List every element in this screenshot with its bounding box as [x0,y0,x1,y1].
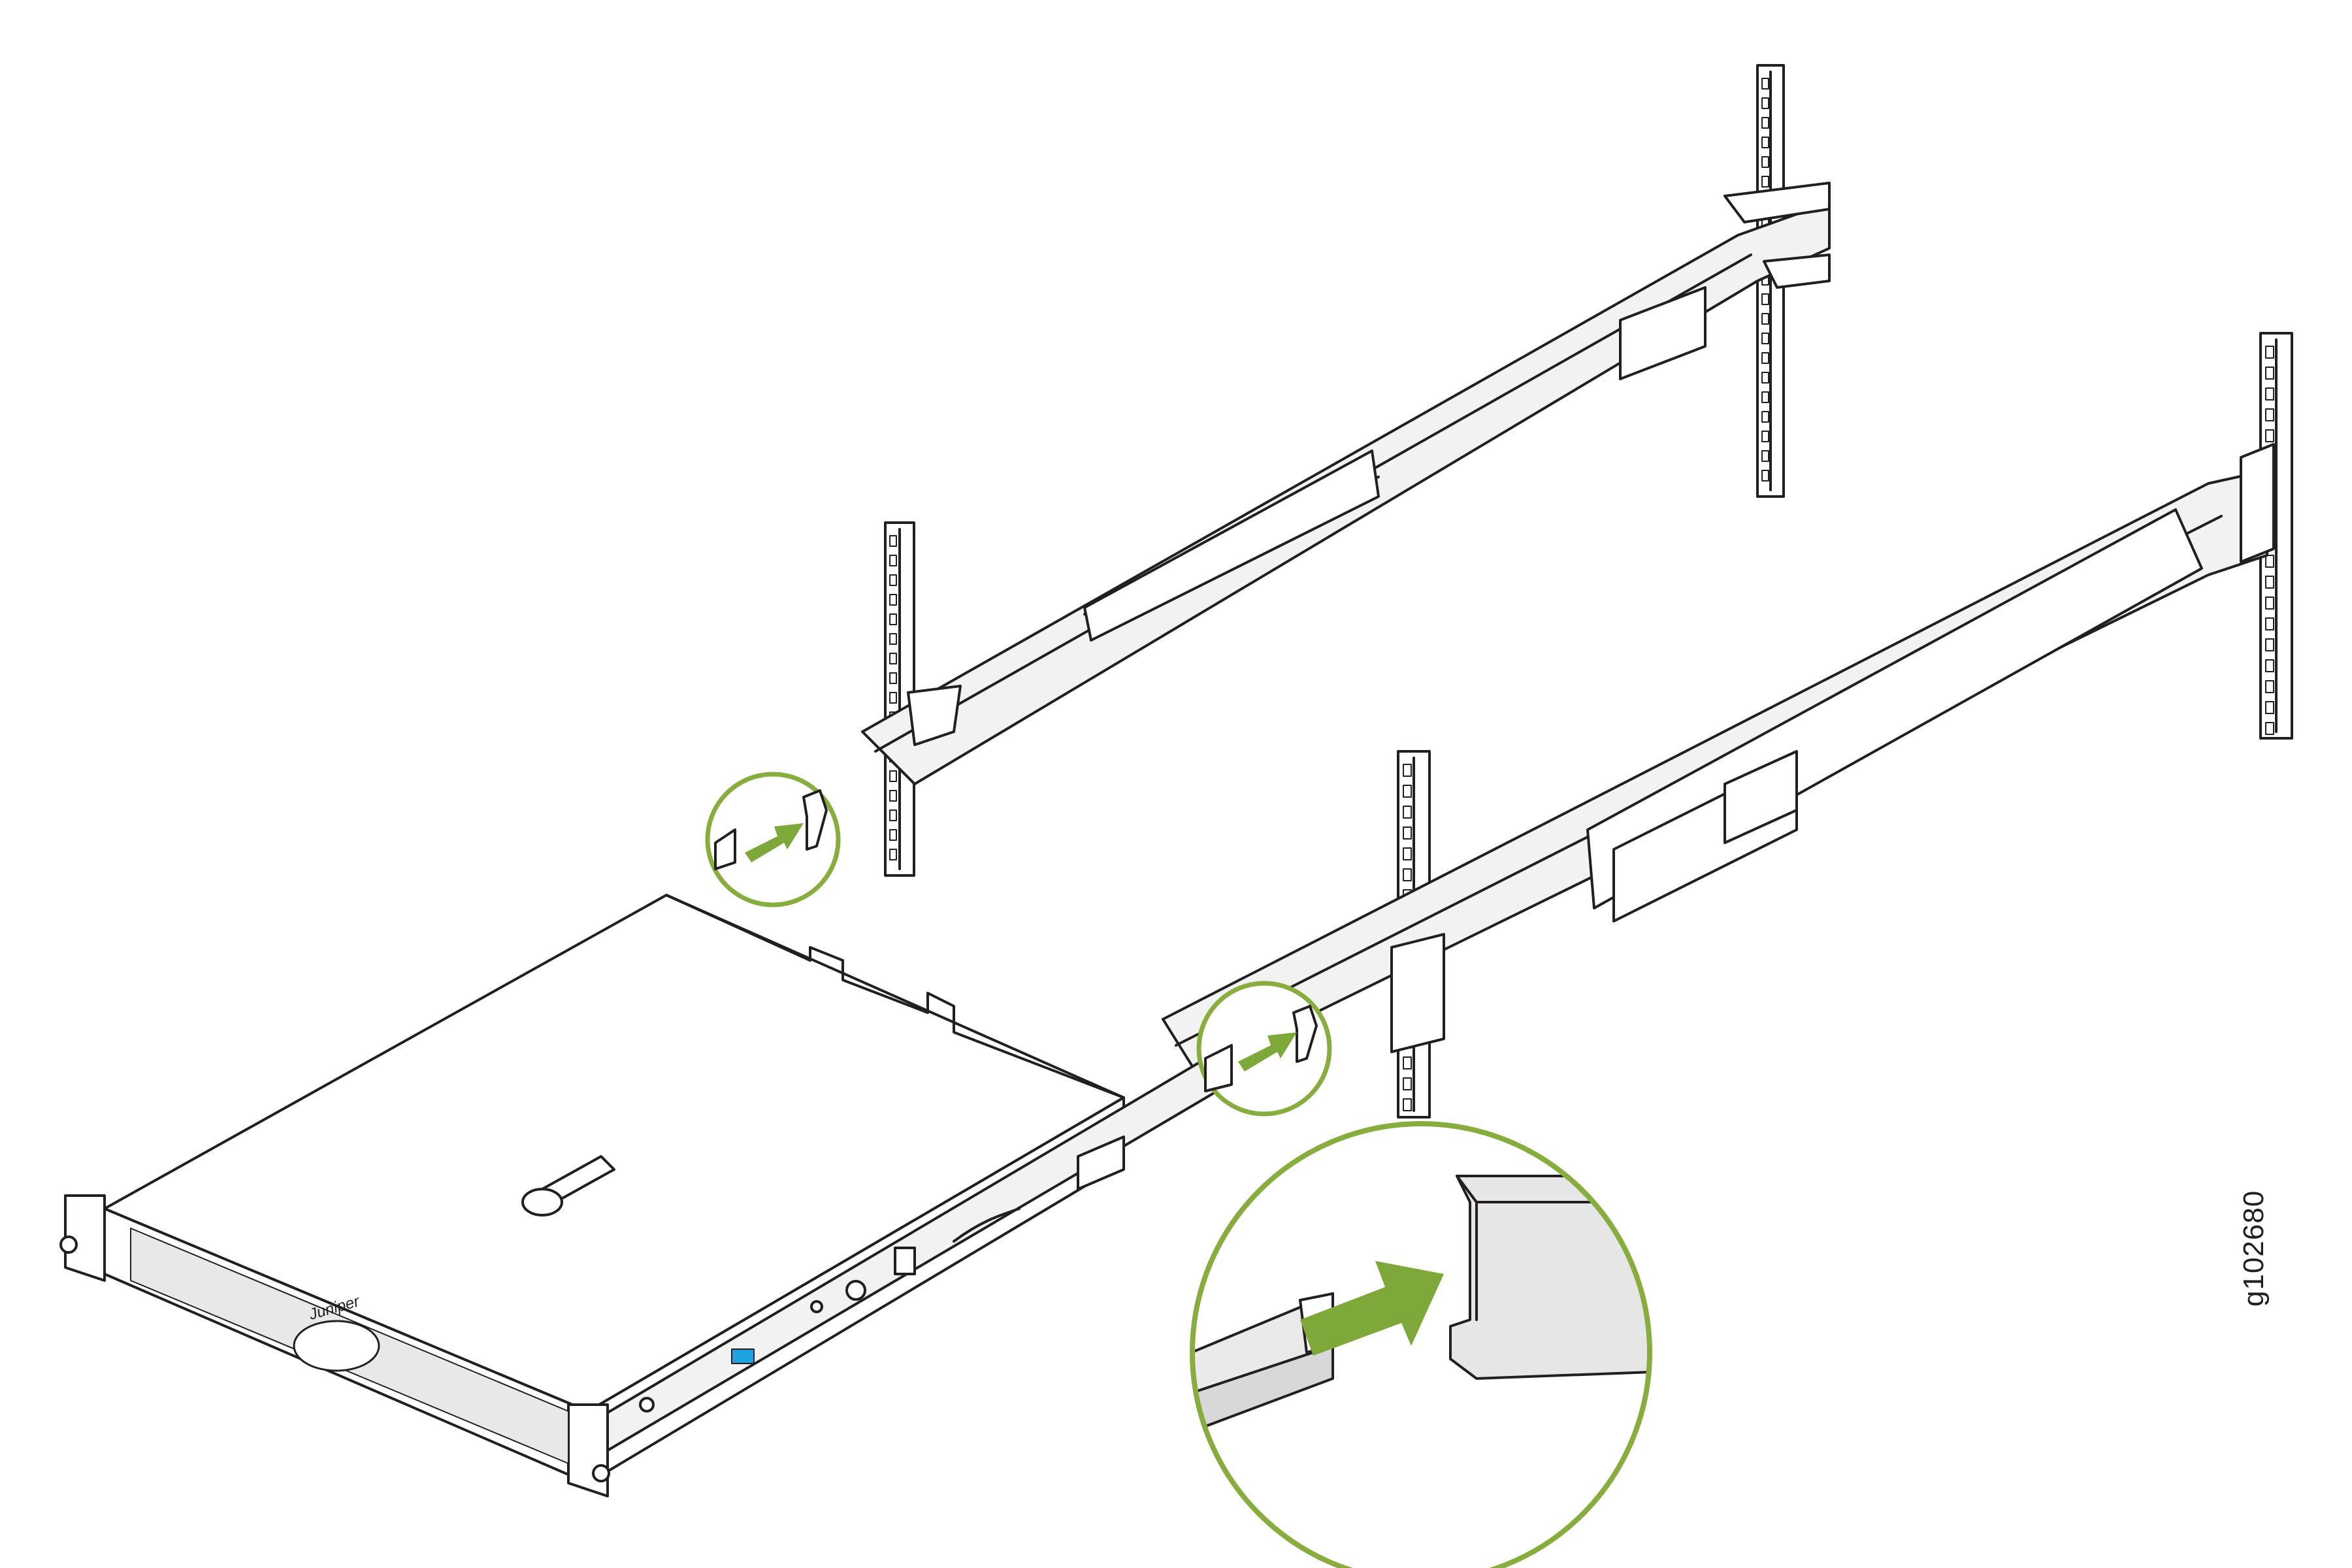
rack-hole [1761,293,1769,305]
rack-hole [2265,659,2274,672]
rack-hole [1761,431,1769,442]
rack-hole [889,594,897,606]
lower-slide-rail [1162,443,2275,1073]
rack-hole [889,770,897,782]
arrow-detail [1300,1261,1444,1356]
rack-hole [2265,367,2274,380]
rack-hole [2265,701,2274,714]
rack-hole [2265,638,2274,651]
rack-hole [1761,470,1769,482]
rack-hole [1761,156,1769,168]
rack-hole [1403,868,1412,881]
rack-hole [2265,722,2274,735]
figure-id-label: g102680 [2238,1190,2270,1307]
insert-arrows [745,823,1444,1356]
rack-hole [1403,806,1412,819]
rack-hole [1403,1098,1412,1111]
juniper-logo-badge [293,1320,380,1372]
rack-hole [1761,391,1769,403]
magnified-detail-circle [1190,1121,1652,1568]
rack-hole [1761,372,1769,384]
rack-hole [889,535,897,547]
rack-hole [889,692,897,704]
rack-hole [1761,411,1769,423]
rack-hole [889,672,897,684]
rack-hole [889,809,897,821]
rack-hole [1761,352,1769,364]
rack-post-holes [1761,78,1769,482]
arrow-upper [745,823,804,862]
rack-hole [889,849,897,860]
rack-hole [889,829,897,841]
rack-hole [889,653,897,664]
upper-slide-rail [861,182,1831,785]
rack-hole [1403,1077,1412,1090]
rack-hole [1761,450,1769,462]
rack-hole [1761,137,1769,148]
rack-hole [2265,596,2274,610]
rack-hole [2265,429,2274,442]
rack-hole [2265,555,2274,568]
rack-hole [2265,387,2274,400]
arrow-lower [1238,1032,1297,1071]
rack-hole [889,613,897,625]
rack-hole [1403,826,1412,840]
rack-hole [2265,617,2274,630]
rack-hole [889,555,897,566]
server-chassis [59,894,1230,1497]
rack-hole [889,574,897,586]
rack-hole [2265,346,2274,359]
rack-hole [1761,313,1769,325]
rack-hole [889,633,897,645]
rack-hole [1761,333,1769,344]
rack-hole [2265,680,2274,693]
cover-latch [521,1155,615,1217]
rack-hole [1761,78,1769,90]
rack-hole [889,790,897,802]
rack-hole [1403,764,1412,777]
rack-hole [2265,408,2274,421]
rack-hole [2265,576,2274,589]
rack-hole [1403,847,1412,860]
rack-hole [1403,785,1412,798]
rack-hole [1761,176,1769,188]
rack-hole [1403,1056,1412,1070]
rack-hole [1761,97,1769,109]
blue-id-label [731,1348,755,1364]
rack-post-holes [889,535,897,860]
rack-hole [1761,117,1769,129]
